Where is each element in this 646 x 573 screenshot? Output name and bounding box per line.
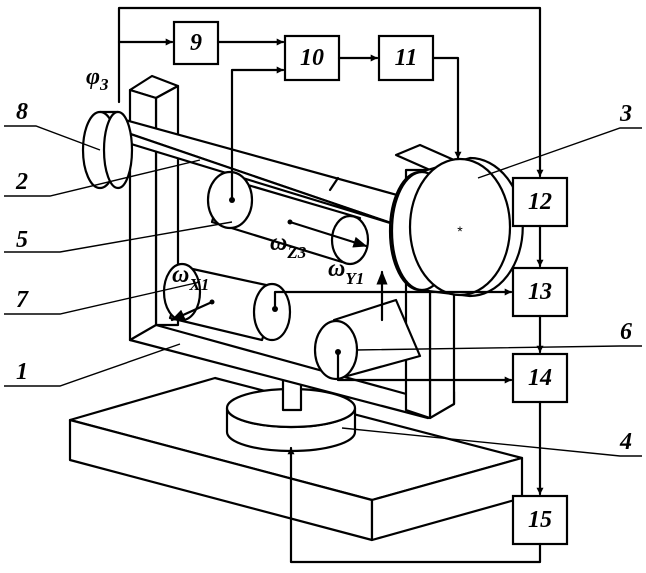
block-9-label: 9 — [190, 30, 202, 56]
block-15: 15 — [513, 496, 567, 544]
part-label-1: 1 — [16, 359, 28, 385]
part-label-2: 2 — [15, 169, 28, 195]
part-label-3: 3 — [619, 101, 632, 127]
sensor-8 — [83, 112, 132, 188]
part-label-4: 4 — [619, 429, 632, 455]
block-15-label: 15 — [528, 507, 552, 533]
block-12-label: 12 — [528, 189, 552, 215]
part-label-5: 5 — [16, 227, 28, 253]
part-label-6: 6 — [620, 319, 632, 345]
cylinder-6 — [315, 300, 420, 379]
block-11: 11 — [379, 36, 433, 80]
block-12: 12 — [513, 178, 567, 226]
block-11-label: 11 — [395, 45, 418, 71]
block-9: 9 — [174, 22, 218, 64]
block-14-label: 14 — [528, 365, 552, 391]
block-10-label: 10 — [300, 45, 324, 71]
disc-3: * — [390, 158, 523, 296]
phi3-label: φ3 — [86, 64, 109, 94]
block-13-label: 13 — [528, 279, 552, 305]
part-label-8: 8 — [16, 99, 28, 125]
block-13: 13 — [513, 268, 567, 316]
block-10: 10 — [285, 36, 339, 80]
part-label-7: 7 — [16, 287, 29, 313]
svg-text:*: * — [457, 223, 463, 239]
block-14: 14 — [513, 354, 567, 402]
